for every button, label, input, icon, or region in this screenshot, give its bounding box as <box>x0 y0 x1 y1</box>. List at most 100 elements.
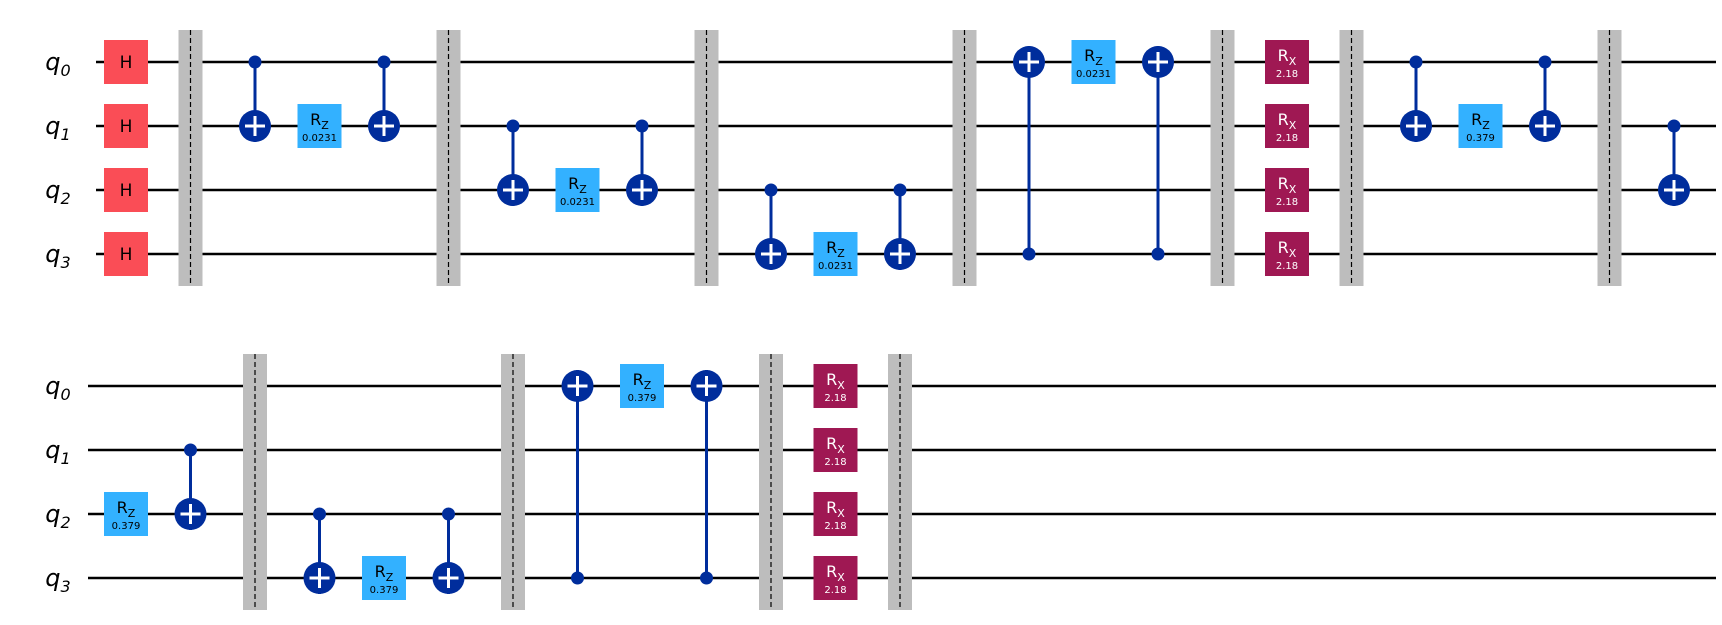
h-gate: H <box>104 104 148 148</box>
gate-parameter: 2.18 <box>1276 133 1298 144</box>
gate-name: RZ <box>375 562 394 584</box>
cnot-gate <box>239 55 271 142</box>
rx-gate: RX2.18 <box>1265 168 1309 212</box>
barrier <box>1210 30 1235 286</box>
qubit-label-letter: q <box>45 112 60 140</box>
rz-gate: RZ0.0231 <box>297 104 342 148</box>
gate-box <box>813 492 858 536</box>
cnot-target <box>1013 46 1045 78</box>
qubit-label-index: 2 <box>61 189 71 208</box>
gate-parameter: 0.379 <box>370 585 399 596</box>
h-gate: H <box>104 40 148 84</box>
cnot-target <box>1142 46 1174 78</box>
gate-name: RZ <box>826 238 845 260</box>
qubit-label: q3 <box>45 240 70 272</box>
h-gate-box <box>104 40 148 84</box>
gate-parameter: 2.18 <box>824 393 846 404</box>
rz-gate: RZ0.0231 <box>1071 40 1116 84</box>
cnot-target <box>368 110 400 142</box>
h-gate-label: H <box>120 117 133 137</box>
cnot-target <box>1529 110 1561 142</box>
cnot-control-dot <box>700 571 713 585</box>
cnot-control-dot <box>313 507 326 521</box>
gate-parameter: 2.18 <box>1276 197 1298 208</box>
h-gate-box <box>104 232 148 276</box>
qubit-label-index: 2 <box>61 513 71 532</box>
gate-box <box>813 428 858 472</box>
cnot-control-dot <box>571 571 584 585</box>
cnot-control-dot <box>442 507 455 521</box>
gate-box <box>1265 168 1309 212</box>
gate-name: RX <box>826 434 845 456</box>
cnot-target <box>884 238 916 270</box>
cnot-gate <box>884 183 916 270</box>
cnot-gate <box>1142 46 1174 261</box>
qubit-label-letter: q <box>45 372 60 400</box>
barrier <box>501 354 525 610</box>
gate-name: RZ <box>310 110 329 132</box>
gate-box <box>813 232 858 276</box>
rx-gate: RX2.18 <box>813 428 858 472</box>
gate-box <box>297 104 342 148</box>
gate-parameter: 0.379 <box>112 521 141 532</box>
cnot-target <box>1400 110 1432 142</box>
rx-gate: RX2.18 <box>1265 232 1309 276</box>
rx-gate: RX2.18 <box>1265 104 1309 148</box>
cnot-gate <box>1400 55 1432 142</box>
rz-gate: RZ0.379 <box>362 556 406 600</box>
cnot-gate <box>1529 55 1561 142</box>
cnot-control-dot <box>506 119 520 133</box>
gate-name: RZ <box>117 498 136 520</box>
cnot-target <box>690 370 723 402</box>
gate-box <box>104 492 148 536</box>
rz-gate: RZ0.379 <box>104 492 148 536</box>
cnot-gate <box>690 370 723 585</box>
cnot-target <box>303 562 336 594</box>
qubit-label-letter: q <box>45 564 60 592</box>
cnot-control-dot <box>377 55 391 69</box>
gate-box <box>1071 40 1116 84</box>
cnot-target <box>497 174 529 206</box>
qubit-label-index: 0 <box>61 385 71 404</box>
rz-gate: RZ0.0231 <box>555 168 600 212</box>
cnot-gate <box>174 443 207 530</box>
rz-gate: RZ0.0231 <box>813 232 858 276</box>
gate-name: RX <box>826 370 845 392</box>
gate-box <box>362 556 406 600</box>
gate-parameter: 2.18 <box>1276 69 1298 80</box>
gate-name: RX <box>826 562 845 584</box>
h-gate-label: H <box>120 181 133 201</box>
barrier <box>178 30 203 286</box>
circuit-row-2: q0q1q2q3RZ0.379RZ0.379RZ0.379RX2.18RX2.1… <box>45 354 1716 610</box>
qubit-label-letter: q <box>45 48 60 76</box>
cnot-target <box>432 562 465 594</box>
cnot-control-dot <box>1667 119 1681 133</box>
barrier <box>1339 30 1364 286</box>
gate-parameter: 2.18 <box>1276 261 1298 272</box>
qubit-label: q0 <box>45 48 70 80</box>
qubit-label: q1 <box>45 436 70 468</box>
cnot-gate <box>497 119 529 206</box>
barrier <box>436 30 461 286</box>
qubit-label-letter: q <box>45 436 60 464</box>
gate-parameter: 0.0231 <box>818 261 853 272</box>
gate-box <box>1458 104 1503 148</box>
barrier <box>952 30 977 286</box>
gate-name: RZ <box>1471 110 1490 132</box>
cnot-gate <box>755 183 787 270</box>
cnot-control-dot <box>1022 247 1036 261</box>
cnot-control-dot <box>248 55 262 69</box>
h-gate-box <box>104 168 148 212</box>
barrier <box>243 354 267 610</box>
cnot-gate <box>626 119 658 206</box>
circuit-row-1: q0q1q2q3HHHHRZ0.0231RZ0.0231RZ0.0231RZ0.… <box>45 30 1716 286</box>
cnot-target <box>239 110 271 142</box>
rx-gate: RX2.18 <box>1265 40 1309 84</box>
h-gate-box <box>104 104 148 148</box>
cnot-control-dot <box>893 183 907 197</box>
cnot-gate <box>368 55 400 142</box>
gate-box <box>1265 104 1309 148</box>
gate-parameter: 0.379 <box>1466 133 1495 144</box>
gate-name: RX <box>1278 174 1297 196</box>
